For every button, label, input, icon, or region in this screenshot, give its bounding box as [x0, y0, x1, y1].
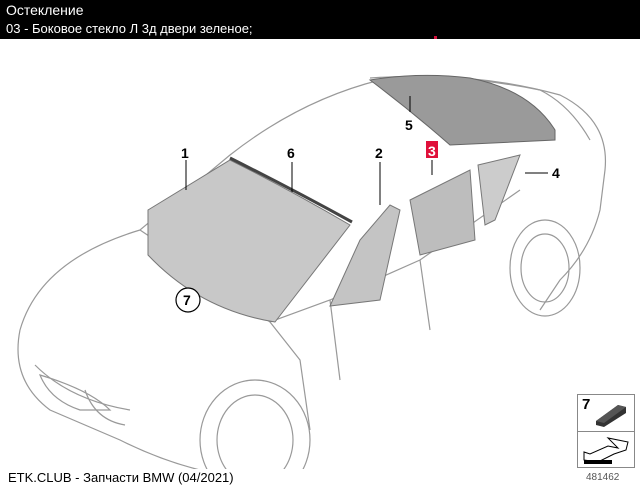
callout-6[interactable]: 6	[287, 145, 295, 161]
sealant-block-icon	[596, 405, 626, 427]
rear-door-glass	[409, 169, 476, 256]
windshield-trim	[229, 156, 353, 224]
arrow-icon	[583, 437, 629, 464]
legend-number: 7	[582, 396, 591, 413]
car-glazing-diagram: 1 2 3 4 5 6 7	[17, 74, 607, 469]
callout-7-circle	[175, 287, 201, 313]
group-title: Остекление	[6, 2, 84, 18]
quarter-glass	[477, 154, 521, 226]
front-door-glass	[329, 204, 401, 307]
callout-7[interactable]: 7	[183, 292, 191, 308]
footer-credit: ETK.CLUB - Запчасти BMW (04/2021)	[8, 470, 234, 485]
callout-2[interactable]: 2	[375, 145, 383, 161]
selected-part: 03 - Боковое стекло Л 3д двери зеленое;	[6, 21, 253, 36]
callout-4[interactable]: 4	[552, 165, 560, 181]
image-number: 481462	[586, 472, 620, 483]
windshield	[147, 159, 351, 323]
rear-window	[368, 74, 556, 146]
callout-5[interactable]: 5	[405, 117, 413, 133]
callout-1[interactable]: 1	[181, 145, 189, 161]
marker-dot	[434, 36, 437, 39]
callout-3-highlight	[426, 141, 438, 158]
header-bar: Остекление 03 - Боковое стекло Л 3д двер…	[0, 0, 640, 39]
callout-3[interactable]: 3	[428, 143, 436, 159]
callout-lines	[185, 96, 548, 205]
legend-box: 7	[577, 394, 635, 468]
